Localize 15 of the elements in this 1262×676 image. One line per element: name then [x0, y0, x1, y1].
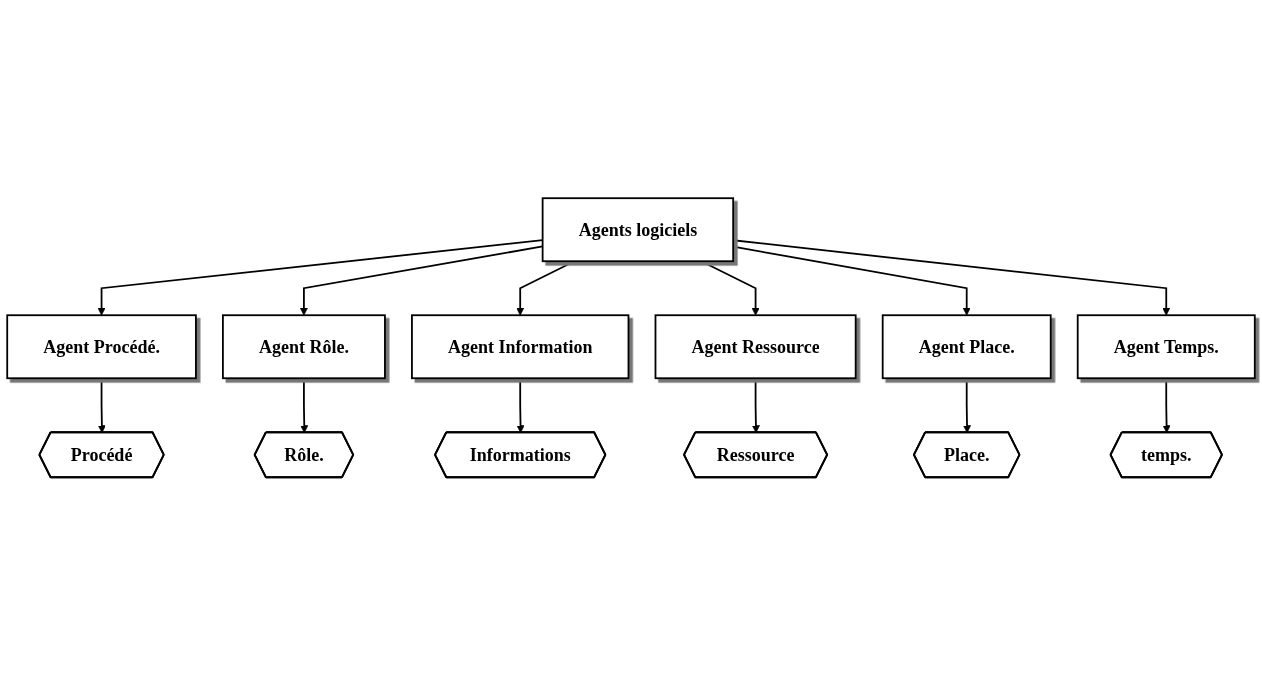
arrow	[751, 377, 760, 434]
arrow	[516, 260, 576, 316]
arrow	[1162, 377, 1171, 434]
arrow	[97, 377, 106, 434]
node-box: Agents logiciels	[541, 197, 735, 263]
arrow	[300, 377, 309, 434]
node-box: Agent Place.	[881, 314, 1052, 380]
node-box: Agent Procédé.	[6, 314, 197, 380]
node-box: Agent Temps.	[1076, 314, 1256, 380]
arrow	[516, 377, 525, 434]
node-box: Agent Information	[411, 314, 630, 380]
arrow	[963, 377, 971, 434]
node-box: Agent Ressource	[654, 314, 857, 380]
arrow	[700, 260, 760, 316]
node-box: Agent Rôle.	[222, 314, 386, 380]
